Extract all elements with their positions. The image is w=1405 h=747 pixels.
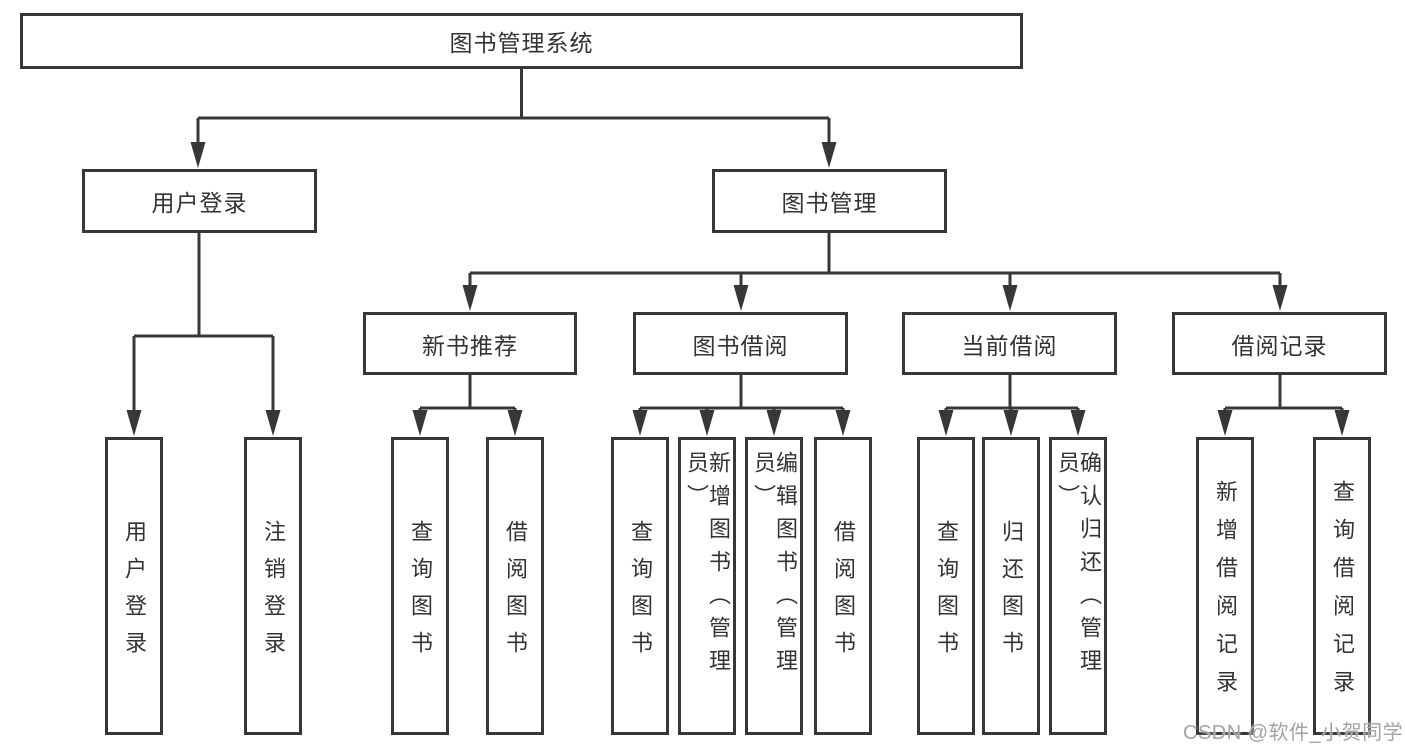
leaf-borrow-books-label: 借阅图书 [831, 519, 856, 668]
leaf-return-books: 归还图书 [982, 437, 1040, 735]
leaf-confirm-return-admin-label: 确认归还（管理员） [1055, 451, 1102, 682]
node-book-borrow-label: 图书借阅 [692, 332, 789, 359]
connector-arrowhead [507, 410, 523, 436]
connector-arrowhead [938, 410, 954, 436]
leaf-query-books-recommend-label: 查询图书 [408, 519, 433, 668]
connector-arrowhead [632, 410, 648, 436]
connector-arrowhead [1272, 285, 1288, 311]
connector-arrowhead [265, 410, 281, 436]
connector-arrowhead [190, 142, 206, 168]
node-root-label: 图书管理系统 [449, 30, 594, 56]
leaf-logout: 注销登录 [244, 437, 302, 735]
leaf-edit-book-admin: 编辑图书（管理员） [745, 437, 803, 735]
leaf-borrow-books-recommend: 借阅图书 [486, 437, 544, 735]
connector-arrowhead [412, 410, 428, 436]
leaf-logout-label: 注销登录 [261, 519, 286, 668]
connector-arrowhead [1070, 410, 1086, 436]
node-user-login: 用户登录 [82, 169, 317, 233]
connector-bookborrow-to-leaves [638, 375, 845, 414]
leaf-query-books-current: 查询图书 [917, 437, 975, 735]
leaf-edit-book-admin-label: 编辑图书（管理员） [751, 451, 798, 682]
node-user-login-label: 用户登录 [151, 190, 248, 216]
connector-arrowhead [821, 142, 837, 168]
leaf-add-book-admin: 新增图书（管理员） [678, 437, 736, 735]
leaf-return-books-label: 归还图书 [999, 519, 1024, 668]
connector-bookmgmt-to-level3 [468, 233, 1282, 289]
node-book-management: 图书管理 [712, 169, 947, 233]
leaf-add-book-admin-label: 新增图书（管理员） [684, 451, 731, 682]
leaf-query-books-current-label: 查询图书 [934, 519, 959, 668]
node-book-management-label: 图书管理 [781, 190, 878, 216]
node-borrow-records: 借阅记录 [1172, 312, 1387, 375]
connector-arrowhead [733, 285, 749, 311]
node-root-system: 图书管理系统 [20, 13, 1023, 69]
connector-newbook-to-leaves [418, 375, 517, 414]
connector-records-to-leaves [1223, 375, 1344, 414]
node-new-book-recommend-label: 新书推荐 [422, 332, 518, 359]
connector-arrowhead [1003, 410, 1019, 436]
node-current-borrow: 当前借阅 [902, 312, 1117, 375]
connector-arrowhead [1002, 285, 1018, 311]
leaf-borrow-books-recommend-label: 借阅图书 [503, 519, 528, 668]
leaf-query-books-recommend: 查询图书 [391, 437, 449, 735]
leaf-query-borrow-record-label: 查询借阅记录 [1330, 480, 1355, 708]
node-current-borrow-label: 当前借阅 [961, 332, 1058, 359]
leaf-query-books-borrow: 查询图书 [611, 437, 669, 735]
leaf-query-borrow-record: 查询借阅记录 [1313, 437, 1371, 735]
leaf-borrow-books: 借阅图书 [814, 437, 872, 735]
connector-arrowhead [835, 410, 851, 436]
connector-arrowhead [766, 410, 782, 436]
connector-arrowhead [1334, 410, 1350, 436]
connector-arrowhead [699, 410, 715, 436]
leaf-add-borrow-record: 新增借阅记录 [1196, 437, 1254, 735]
connector-arrowhead [126, 410, 142, 436]
connector-arrowhead [462, 285, 478, 311]
connector-root-to-level2 [196, 69, 831, 146]
csdn-watermark: CSDN @软件_小贺同学 [1183, 722, 1404, 744]
connector-arrowhead [1217, 410, 1233, 436]
connector-userlogin-to-leaves [132, 233, 275, 414]
connector-currentborrow-to-leaves [944, 375, 1080, 414]
leaf-add-borrow-record-label: 新增借阅记录 [1213, 480, 1238, 708]
leaf-user-login-label: 用户登录 [122, 519, 147, 668]
leaf-confirm-return-admin: 确认归还（管理员） [1049, 437, 1107, 735]
leaf-user-login: 用户登录 [105, 437, 163, 735]
node-borrow-records-label: 借阅记录 [1231, 332, 1328, 359]
node-book-borrow: 图书借阅 [633, 312, 848, 375]
leaf-query-books-borrow-label: 查询图书 [628, 519, 653, 668]
node-new-book-recommend: 新书推荐 [363, 312, 577, 375]
